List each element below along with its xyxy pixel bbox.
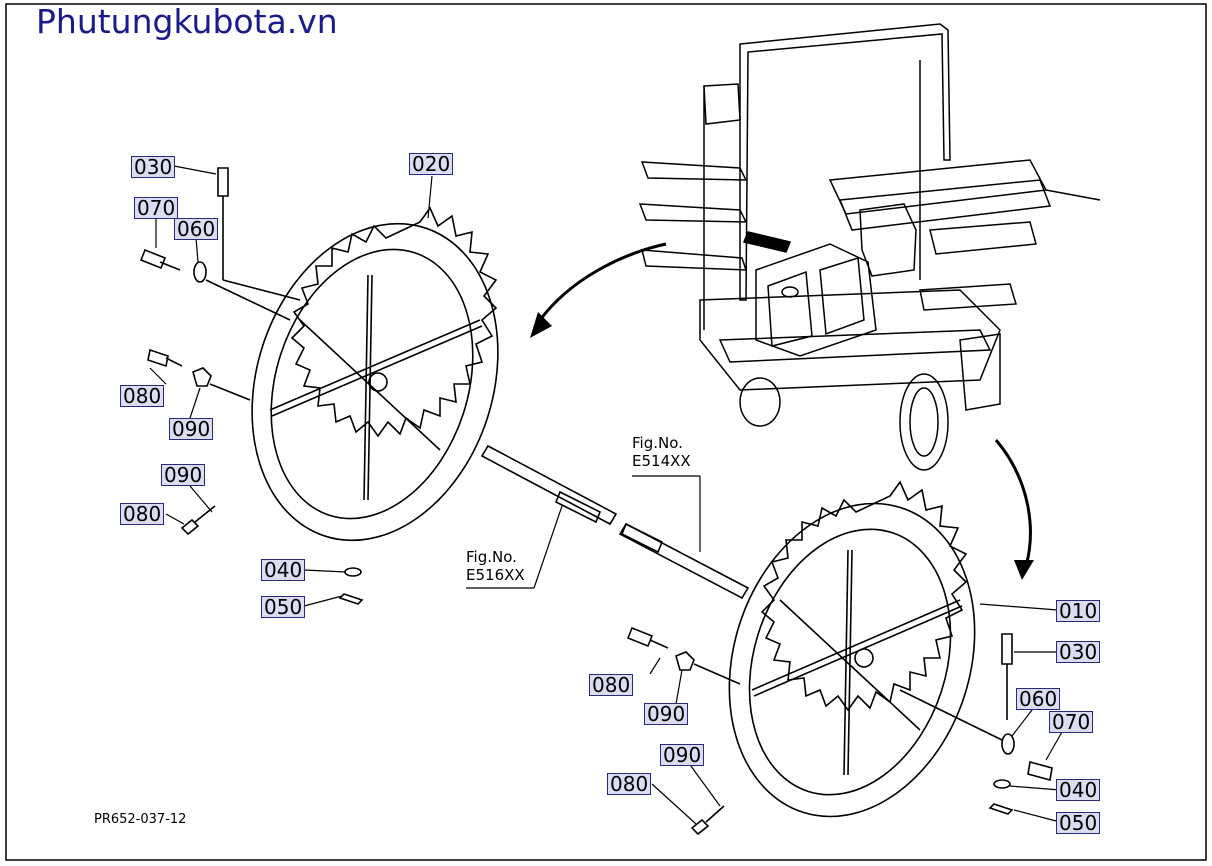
diagram-frame (5, 3, 1207, 861)
machine-overview (638, 23, 1101, 471)
callout-030-left: 030 (131, 156, 176, 178)
figure-ref-e514-label: Fig.No. (632, 434, 683, 452)
callout-030-right: 030 (1056, 641, 1101, 663)
brand-title: Phutungkubota.vn (36, 2, 338, 41)
arrow-head-right (1014, 560, 1034, 580)
callout-080-left-lower: 080 (120, 503, 165, 525)
callout-080-right-lower: 080 (607, 773, 652, 795)
callout-080-left-upper: 080 (120, 385, 165, 407)
leader-lines (149, 165, 1063, 825)
callout-020: 020 (409, 153, 454, 175)
callout-090-right-upper: 090 (644, 703, 689, 725)
callout-080-right-upper: 080 (589, 674, 634, 696)
callout-070-left: 070 (134, 197, 179, 219)
callout-050-right: 050 (1056, 812, 1101, 834)
callout-070-right: 070 (1049, 711, 1094, 733)
figure-ref-e516-label: Fig.No. (466, 548, 517, 566)
callout-040-left: 040 (261, 559, 306, 581)
drawing-number: PR652-037-12 (94, 812, 187, 827)
figure-ref-e516-number: E516XX (466, 566, 525, 584)
callout-090-left-upper: 090 (169, 418, 214, 440)
left-wheel-assembly (139, 167, 618, 605)
figure-ref-e516: Fig.No. E516XX (466, 548, 525, 584)
callout-060-left: 060 (174, 218, 219, 240)
right-wheel-assembly (618, 480, 1053, 836)
callout-090-right-lower: 090 (660, 744, 705, 766)
callout-090-left-lower: 090 (161, 464, 206, 486)
callout-060-right: 060 (1016, 688, 1061, 710)
callout-010: 010 (1056, 600, 1101, 622)
figure-ref-e514-number: E514XX (632, 452, 691, 470)
figure-ref-e514: Fig.No. E514XX (632, 434, 691, 470)
arrow-head-left (530, 312, 552, 338)
callout-040-right: 040 (1056, 779, 1101, 801)
callout-050-left: 050 (261, 596, 306, 618)
direction-arrows (538, 242, 1032, 567)
